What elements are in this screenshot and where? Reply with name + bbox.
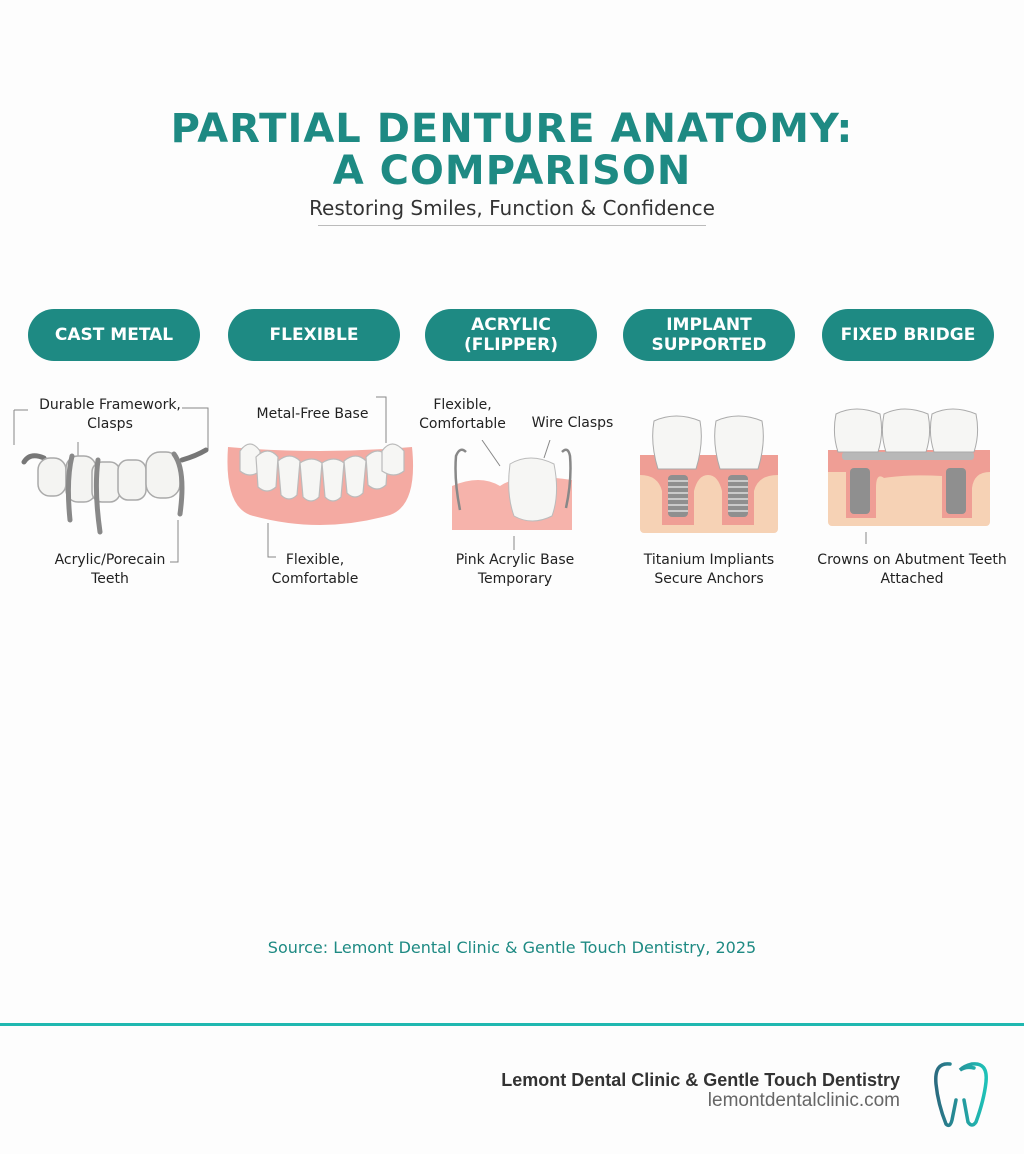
subtitle-divider [318, 225, 706, 226]
label-acrylic-teeth: Acrylic/Porecain Teeth [54, 552, 166, 587]
category-flexible: FLEXIBLE [228, 309, 400, 361]
label-metal-free-base: Metal-Free Base [256, 406, 369, 422]
label-wire-clasps: Wire Clasps [531, 415, 614, 431]
label-titanium-implants: Titanium Impliants Secure Anchors [643, 552, 775, 587]
category-fixed-bridge: FIXED BRIDGE [822, 309, 994, 361]
footer-clinic-name: Lemont Dental Clinic & Gentle Touch Dent… [501, 1070, 900, 1090]
title-line-2: A COMPARISON [332, 148, 692, 194]
source-note: Source: Lemont Dental Clinic & Gentle To… [267, 938, 757, 957]
footer-divider [0, 1023, 1024, 1026]
acrylic-flipper-illustration [452, 440, 572, 550]
implant-supported-illustration [640, 415, 778, 533]
flexible-denture-illustration [227, 396, 414, 558]
footer-url[interactable]: lemontdentalclinic.com [707, 1090, 900, 1111]
category-cast-metal: CAST METAL [28, 309, 200, 361]
label-pink-acrylic-base: Pink Acrylic Base Temporary [455, 552, 575, 587]
category-implant-supported: IMPLANT SUPPORTED [623, 309, 795, 361]
label-flexible-comfortable: Flexible, Comfortable [271, 552, 359, 587]
tooth-logo-icon [934, 1062, 988, 1128]
cast-metal-denture-illustration [13, 407, 209, 563]
label-crowns-abutment: Crowns on Abutment Teeth Attached [817, 552, 1007, 587]
fixed-bridge-illustration [828, 408, 990, 544]
title-line-1: PARTIAL DENTURE ANATOMY: [170, 106, 854, 152]
label-durable-framework: Durable Framework, Clasps [39, 397, 181, 432]
category-acrylic-flipper: ACRYLIC (FLIPPER) [425, 309, 597, 361]
label-flipper-flexible: Flexible, Comfortable [419, 397, 506, 432]
subtitle: Restoring Smiles, Function & Confidence [309, 196, 715, 220]
